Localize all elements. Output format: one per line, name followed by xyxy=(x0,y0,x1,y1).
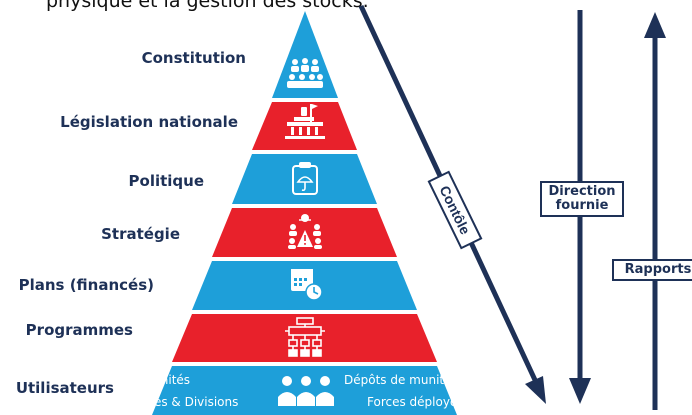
users-right-bottom: Forces déployées xyxy=(367,395,471,409)
users-icon xyxy=(278,376,334,406)
tier-politique xyxy=(232,154,377,204)
reports-label: Rapports xyxy=(624,262,692,277)
users-left-top: Unités xyxy=(152,373,191,387)
users-right-top: Dépôts de munitions xyxy=(344,373,469,387)
clipboard-umbrella-icon xyxy=(292,162,318,195)
tier-label-politique: Politique xyxy=(128,172,204,190)
tier-label-strategie: Stratégie xyxy=(101,225,180,243)
tier-label-programmes: Programmes xyxy=(25,321,133,339)
flowchart-icon xyxy=(285,317,325,357)
tier-label-legislation: Législation nationale xyxy=(60,113,238,131)
assembly-icon xyxy=(287,58,323,88)
tier-label-constitution: Constitution xyxy=(141,49,246,67)
calendar-clock-icon xyxy=(291,269,323,301)
users-left-bottom: Services & Divisions xyxy=(117,395,239,409)
direction-label-line1: Direction xyxy=(548,184,616,199)
tier-label-plans: Plans (financés) xyxy=(18,276,154,294)
reports-label-box: Rapports xyxy=(612,259,692,281)
direction-label-box: Direction fournie xyxy=(540,181,624,217)
reports-arrow xyxy=(644,12,666,410)
header-text: physique et la gestion des stocks. xyxy=(46,0,369,12)
control-label-box: Contôle xyxy=(427,170,483,250)
parliament-icon xyxy=(285,104,325,139)
direction-label-line2: fournie xyxy=(555,198,609,213)
team-warning-icon xyxy=(288,214,322,249)
tier-utilisateurs xyxy=(152,366,457,415)
tier-label-utilisateurs: Utilisateurs xyxy=(15,379,114,397)
